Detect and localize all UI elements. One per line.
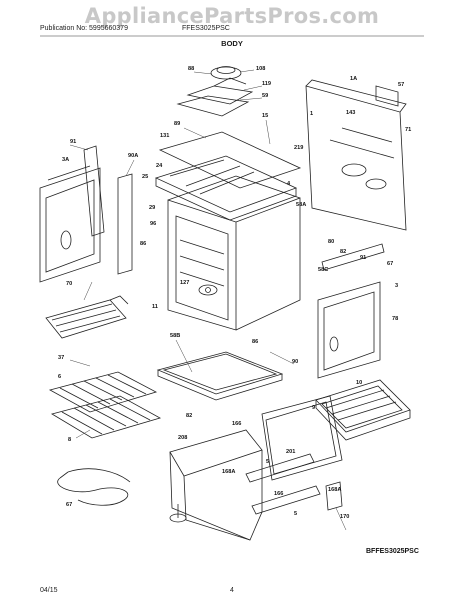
left-side-panel (39, 145, 133, 283)
footer-date: 04/15 (40, 587, 58, 594)
oven-rack-lower (50, 395, 162, 439)
callout-label: 90A (128, 153, 139, 159)
leveling-leg (169, 504, 187, 523)
callout-label: 58B (170, 333, 181, 339)
diagram-code: BFFES3025PSC (366, 548, 419, 555)
callout-label: 166 (274, 491, 284, 497)
callout-label: 67 (66, 502, 73, 508)
callout-label: 78 (392, 316, 399, 322)
callout-label: 91 (360, 255, 367, 261)
callout-label: 70 (66, 281, 73, 287)
callout-label: 37 (58, 355, 65, 361)
callout-label: 1 (310, 111, 314, 117)
broil-element-top-assembly (176, 66, 254, 117)
callout-label: 89 (174, 121, 181, 127)
callout-label: 127 (180, 280, 190, 286)
callout-label: 170 (340, 514, 350, 520)
broiler-pan (315, 379, 411, 441)
oven-bottom-panel (156, 351, 284, 401)
callout-label: 8 (68, 437, 72, 443)
callout-label: 59 (262, 93, 269, 99)
callout-label: 82 (340, 249, 347, 255)
callout-label: 80 (328, 239, 335, 245)
model-number: FFES3025PSC (182, 25, 230, 32)
callout-label: 67 (387, 261, 394, 267)
callout-label: 108 (256, 66, 266, 72)
callout-label: 58A (296, 202, 307, 208)
lower-frame (169, 395, 343, 541)
rear-panel (305, 79, 407, 231)
callout-label: 201 (286, 449, 296, 455)
callout-label: 90 (292, 359, 299, 365)
callout-label: 168A (328, 487, 342, 493)
callout-label: 71 (405, 127, 412, 133)
callout-label: 10 (356, 380, 363, 386)
callout-label: 5 (294, 511, 298, 517)
page-number: 4 (230, 587, 234, 594)
callout-label: 168A (222, 469, 236, 475)
callout-label: 24 (156, 163, 163, 169)
callout-label: 82 (186, 413, 193, 419)
callout-label: 166 (232, 421, 242, 427)
callout-label: 86 (140, 241, 147, 247)
callout-label: 131 (160, 133, 170, 139)
callout-label: 57 (398, 82, 405, 88)
callout-label: 86 (252, 339, 259, 345)
callout-label: 3A (62, 157, 70, 163)
callout-label: 1A (350, 76, 358, 82)
bake-element (57, 468, 131, 506)
callout-label: 9 (312, 405, 316, 411)
callout-label: 119 (262, 81, 272, 87)
callout-label: 4 (287, 181, 291, 187)
oven-rack-upper (48, 371, 158, 413)
callout-label: 88 (188, 66, 195, 72)
callout-label: 58C (318, 267, 329, 273)
callout-label: 15 (262, 113, 269, 119)
broil-element (45, 295, 129, 339)
callout-label: 6 (58, 374, 62, 380)
callout-label: 5 (266, 459, 270, 465)
callout-label: 11 (152, 304, 158, 310)
callout-label: 25 (142, 174, 149, 180)
callout-label: 143 (346, 110, 356, 116)
oven-cavity-body (167, 175, 301, 331)
watermark: AppliancePartsPros.com (84, 4, 380, 28)
page-title: BODY (221, 39, 243, 48)
callout-label: 96 (150, 221, 157, 227)
callout-label: 29 (149, 205, 156, 211)
right-side-panel (317, 243, 385, 379)
publication-number: Publication No: 5995660379 (40, 25, 128, 32)
callout-label: 3 (395, 283, 399, 289)
callout-label: 208 (178, 435, 188, 441)
callout-label: 219 (294, 145, 304, 151)
callout-label: 91 (70, 139, 77, 145)
oven-top-panel (154, 131, 302, 221)
